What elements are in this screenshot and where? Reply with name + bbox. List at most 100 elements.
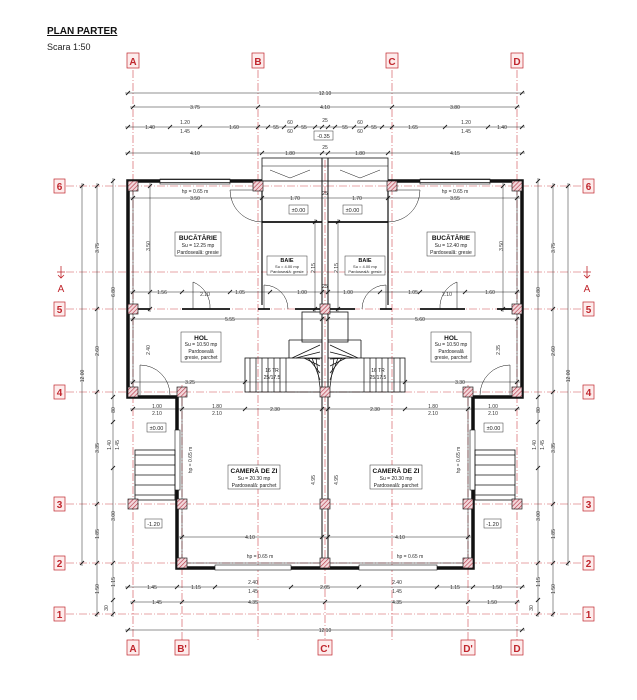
svg-text:D: D xyxy=(513,644,520,655)
structural-column xyxy=(127,498,139,510)
svg-text:5: 5 xyxy=(586,305,592,316)
svg-text:1.45: 1.45 xyxy=(540,440,546,450)
stair-winder xyxy=(303,357,321,367)
stair-winder xyxy=(329,357,351,360)
stair-winder xyxy=(329,357,335,388)
dimension-tick xyxy=(267,289,273,295)
svg-text:1.65: 1.65 xyxy=(408,125,418,131)
svg-text:C: C xyxy=(388,57,395,68)
svg-text:Pardoseală: gresie: Pardoseală: gresie xyxy=(430,250,472,256)
svg-text:1.15: 1.15 xyxy=(536,577,542,587)
stair-winder xyxy=(291,344,321,359)
dimension-tick xyxy=(565,183,571,189)
svg-text:Su = 12.40 mp: Su = 12.40 mp xyxy=(435,243,468,249)
svg-text:3.35: 3.35 xyxy=(95,443,101,453)
svg-text:55: 55 xyxy=(301,125,307,131)
dimension-tick xyxy=(519,150,525,156)
structural-column xyxy=(511,180,523,192)
svg-text:3.30: 3.30 xyxy=(455,380,465,386)
svg-text:1.80: 1.80 xyxy=(355,151,365,157)
dimension-tick xyxy=(535,611,541,617)
dimension-tick xyxy=(514,104,520,110)
dimension-tick xyxy=(325,150,331,156)
svg-text:Pardoseală: parchet: Pardoseală: parchet xyxy=(374,483,419,489)
stair-winder xyxy=(329,357,347,367)
stair-winder xyxy=(329,351,355,359)
dimension-tick xyxy=(212,584,218,590)
axis-label-top: A B C D xyxy=(126,52,524,69)
svg-text:2.10: 2.10 xyxy=(428,411,438,417)
svg-text:1: 1 xyxy=(586,610,592,621)
svg-text:1.00: 1.00 xyxy=(488,404,498,410)
structural-column xyxy=(176,557,188,569)
section-marker-right xyxy=(583,266,591,279)
svg-text:3.35: 3.35 xyxy=(551,443,557,453)
svg-text:12.10: 12.10 xyxy=(319,91,332,97)
svg-text:BAIE: BAIE xyxy=(280,258,293,264)
svg-text:3.75: 3.75 xyxy=(95,243,101,253)
svg-text:3.55: 3.55 xyxy=(450,196,460,202)
svg-text:12.10: 12.10 xyxy=(319,628,332,634)
stair-winder xyxy=(315,357,321,388)
dimension-tick xyxy=(535,394,541,400)
svg-text:1.80: 1.80 xyxy=(212,404,222,410)
svg-text:3.80: 3.80 xyxy=(450,105,460,111)
svg-text:1.20: 1.20 xyxy=(180,120,190,126)
dimension-tick xyxy=(550,389,556,395)
dimension-tick xyxy=(442,124,448,130)
svg-text:1.00: 1.00 xyxy=(152,404,162,410)
svg-text:2: 2 xyxy=(586,559,592,570)
level-side-entry-left: ±0.00 xyxy=(150,426,164,432)
svg-text:HOL: HOL xyxy=(194,335,208,342)
svg-text:3.00: 3.00 xyxy=(111,511,117,521)
svg-text:1.45: 1.45 xyxy=(248,589,258,595)
svg-text:1.50: 1.50 xyxy=(492,585,502,591)
dimension-tick xyxy=(288,584,294,590)
level-marks: -0.35 ±0.00 ±0.00 ±0.00 ±0.00 -1.20 -1.2… xyxy=(144,130,504,529)
structural-column xyxy=(319,557,331,569)
svg-text:55: 55 xyxy=(371,125,377,131)
svg-text:HOL: HOL xyxy=(444,335,458,342)
dimension-tick xyxy=(130,599,136,605)
svg-text:4: 4 xyxy=(586,388,592,399)
dimension-labels-top: 12.10 3.75 4.10 3.80 1.40 1.20 1.45 1.60… xyxy=(145,91,507,157)
stair-winder xyxy=(299,357,321,360)
section-label-left: A xyxy=(58,284,65,295)
svg-text:A: A xyxy=(129,57,136,68)
svg-text:2.30: 2.30 xyxy=(370,407,380,413)
dimension-tick xyxy=(519,90,525,96)
svg-text:D: D xyxy=(513,57,520,68)
svg-text:2: 2 xyxy=(57,559,63,570)
svg-text:3.50: 3.50 xyxy=(499,241,505,251)
svg-text:2.40: 2.40 xyxy=(248,580,258,586)
svg-text:1.40: 1.40 xyxy=(145,125,155,131)
dimension-labels-bottom: 1.45 1.15 2.40 1.45 2.05 2.40 1.45 1.15 … xyxy=(147,580,502,634)
dimension-tick xyxy=(174,584,180,590)
dimension-tick xyxy=(255,104,261,110)
svg-text:1.00: 1.00 xyxy=(343,290,353,296)
dimension-tick xyxy=(535,465,541,471)
level-vestibule-left: ±0.00 xyxy=(292,208,306,214)
dimension-tick xyxy=(125,627,131,633)
svg-text:6.80: 6.80 xyxy=(536,287,542,297)
svg-text:Su = 10.50 mp: Su = 10.50 mp xyxy=(435,342,468,348)
dimension-tick xyxy=(259,150,265,156)
dimension-tick xyxy=(550,611,556,617)
svg-text:4.35: 4.35 xyxy=(392,600,402,606)
structural-column xyxy=(462,498,474,510)
dimension-tick xyxy=(377,289,383,295)
level-terrace-right: -1.20 xyxy=(486,522,499,528)
svg-text:25: 25 xyxy=(322,145,328,151)
section-label-right: A xyxy=(584,284,591,295)
svg-text:2.60: 2.60 xyxy=(95,346,101,356)
dimension-tick xyxy=(94,611,100,617)
svg-text:hp = 0.65 m: hp = 0.65 m xyxy=(456,447,462,474)
svg-text:4.10: 4.10 xyxy=(245,535,255,541)
svg-text:C': C' xyxy=(320,644,330,655)
svg-text:3.50: 3.50 xyxy=(190,196,200,202)
dimension-tick xyxy=(110,419,116,425)
svg-text:BAIE: BAIE xyxy=(358,258,371,264)
dimension-tick xyxy=(550,560,556,566)
dimension-tick xyxy=(94,501,100,507)
